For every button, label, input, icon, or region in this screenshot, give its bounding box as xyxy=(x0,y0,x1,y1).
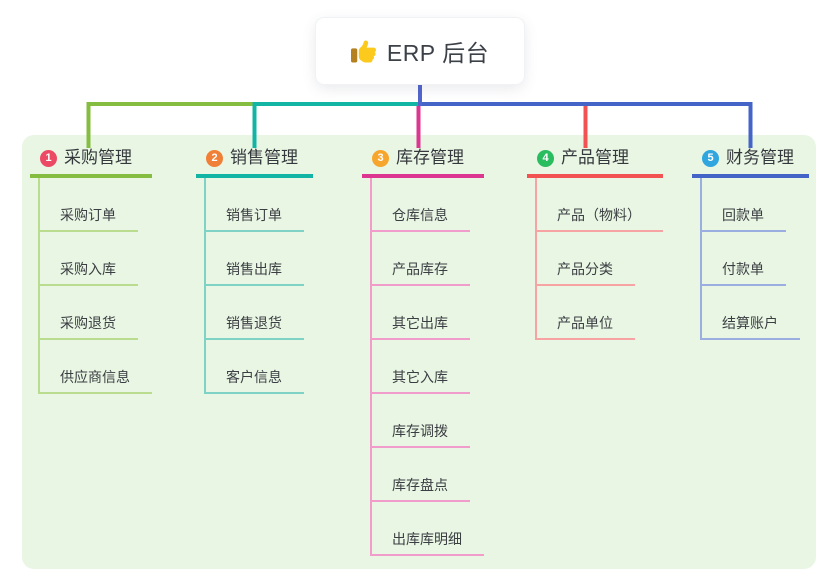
branch-badge-icon: 4 xyxy=(537,149,554,167)
branch-label: 产品管理 xyxy=(561,148,629,167)
child-node-label: 供应商信息 xyxy=(60,369,130,385)
child-node[interactable]: 产品（物料） xyxy=(537,178,663,232)
child-node[interactable]: 产品分类 xyxy=(537,232,635,286)
child-node-label: 库存盘点 xyxy=(392,477,448,493)
branch-label: 销售管理 xyxy=(230,148,298,167)
branch-title-1[interactable]: 1 采购管理 xyxy=(30,148,152,178)
child-node[interactable]: 其它出库 xyxy=(372,286,470,340)
branch-label: 库存管理 xyxy=(396,148,464,167)
child-node-label: 回款单 xyxy=(722,207,764,223)
thumbs-up-icon xyxy=(350,39,376,64)
child-node-label: 销售订单 xyxy=(226,207,282,223)
branch-children: 销售订单销售出库销售退货客户信息 xyxy=(204,178,313,394)
branch-label: 财务管理 xyxy=(726,148,794,167)
child-node-label: 采购订单 xyxy=(60,207,116,223)
branch-1: 1 采购管理采购订单采购入库采购退货供应商信息 xyxy=(30,148,152,394)
child-node[interactable]: 结算账户 xyxy=(702,286,800,340)
root-title: ERP 后台 xyxy=(386,40,490,66)
child-node-label: 销售出库 xyxy=(226,261,282,277)
child-node[interactable]: 产品库存 xyxy=(372,232,470,286)
child-node-label: 结算账户 xyxy=(722,315,778,331)
child-node[interactable]: 采购入库 xyxy=(40,232,138,286)
child-node-label: 销售退货 xyxy=(226,315,282,331)
branch-badge-icon: 2 xyxy=(206,149,223,167)
child-node[interactable]: 销售出库 xyxy=(206,232,304,286)
branches-panel xyxy=(22,135,816,569)
branch-children: 仓库信息产品库存其它出库其它入库库存调拨库存盘点出库库明细 xyxy=(370,178,484,556)
branch-3: 3 库存管理仓库信息产品库存其它出库其它入库库存调拨库存盘点出库库明细 xyxy=(362,148,484,556)
child-node-label: 仓库信息 xyxy=(392,207,448,223)
child-node[interactable]: 其它入库 xyxy=(372,340,470,394)
branch-5: 5 财务管理回款单付款单结算账户 xyxy=(692,148,809,340)
branch-badge-icon: 1 xyxy=(40,149,57,167)
child-node-label: 库存调拨 xyxy=(392,423,448,439)
branch-title-5[interactable]: 5 财务管理 xyxy=(692,148,809,178)
child-node[interactable]: 供应商信息 xyxy=(40,340,152,394)
branch-badge-icon: 3 xyxy=(372,149,389,167)
branch-label: 采购管理 xyxy=(64,148,132,167)
child-node-label: 产品单位 xyxy=(557,315,613,331)
branch-title-2[interactable]: 2 销售管理 xyxy=(196,148,313,178)
branch-4: 4 产品管理产品（物料） 产品分类产品单位 xyxy=(527,148,663,340)
child-node-label: 产品（物料） xyxy=(557,207,641,223)
branch-children: 回款单付款单结算账户 xyxy=(700,178,809,340)
child-node-label: 产品分类 xyxy=(557,261,613,277)
child-node-label: 采购退货 xyxy=(60,315,116,331)
child-node[interactable]: 库存调拨 xyxy=(372,394,470,448)
child-node[interactable]: 销售订单 xyxy=(206,178,304,232)
child-node-label: 采购入库 xyxy=(60,261,116,277)
child-node-label: 其它出库 xyxy=(392,315,448,331)
child-node[interactable]: 库存盘点 xyxy=(372,448,470,502)
child-node[interactable]: 销售退货 xyxy=(206,286,304,340)
root-node[interactable]: ERP 后台 xyxy=(316,18,524,84)
branch-children: 采购订单采购入库采购退货供应商信息 xyxy=(38,178,152,394)
child-node-label: 付款单 xyxy=(722,261,764,277)
child-node[interactable]: 出库库明细 xyxy=(372,502,484,556)
child-node[interactable]: 客户信息 xyxy=(206,340,304,394)
branch-2: 2 销售管理销售订单销售出库销售退货客户信息 xyxy=(196,148,313,394)
branch-children: 产品（物料） 产品分类产品单位 xyxy=(535,178,663,340)
branch-title-3[interactable]: 3 库存管理 xyxy=(362,148,484,178)
branch-badge-icon: 5 xyxy=(702,149,719,167)
child-node-label: 产品库存 xyxy=(392,261,448,277)
child-node-label: 其它入库 xyxy=(392,369,448,385)
child-node[interactable]: 付款单 xyxy=(702,232,786,286)
child-node-label: 出库库明细 xyxy=(392,531,462,547)
child-node[interactable]: 采购退货 xyxy=(40,286,138,340)
child-node[interactable]: 采购订单 xyxy=(40,178,138,232)
branch-title-4[interactable]: 4 产品管理 xyxy=(527,148,663,178)
child-node[interactable]: 产品单位 xyxy=(537,286,635,340)
child-node-label: 客户信息 xyxy=(226,369,282,385)
child-node[interactable]: 回款单 xyxy=(702,178,786,232)
child-node[interactable]: 仓库信息 xyxy=(372,178,470,232)
